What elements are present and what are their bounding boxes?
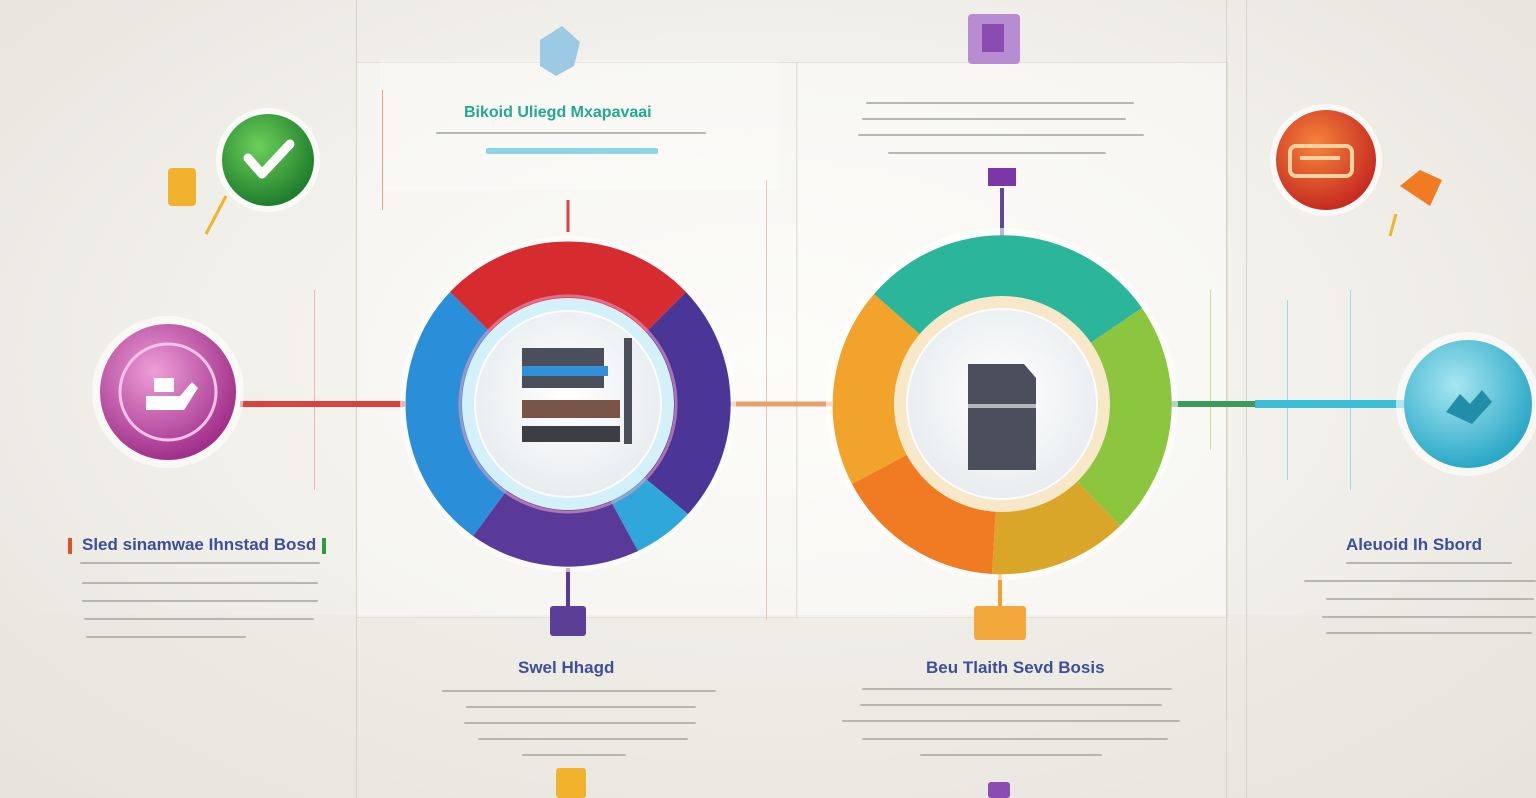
ring-left-segment-blue xyxy=(405,292,510,536)
spark-line xyxy=(1388,213,1398,237)
check-icon xyxy=(243,139,295,179)
text-line xyxy=(888,152,1106,154)
text-line xyxy=(862,688,1172,690)
text-line xyxy=(82,600,318,602)
text-line xyxy=(80,562,320,564)
document-icon xyxy=(522,338,632,444)
text-line xyxy=(858,134,1144,136)
text-line xyxy=(1346,562,1512,564)
ring-right-segment-gold xyxy=(992,478,1120,575)
node-orange xyxy=(1270,104,1382,216)
text-line xyxy=(442,690,716,692)
text-line xyxy=(842,720,1180,722)
heading-bottom-center-left: Swel Hhagd xyxy=(518,658,615,677)
guide-line xyxy=(766,180,767,620)
guide-line xyxy=(1350,290,1351,490)
text-line xyxy=(478,738,688,740)
ring-left-stem-cap xyxy=(550,606,586,636)
text-line xyxy=(466,706,696,708)
text-line xyxy=(84,618,314,620)
guide-line xyxy=(356,0,357,798)
text-line xyxy=(862,738,1168,740)
text-line xyxy=(920,754,1102,756)
node-green xyxy=(216,108,320,212)
ring-right-segment-orange xyxy=(852,452,996,574)
node-cyan xyxy=(1396,332,1536,476)
badge-small-yellow xyxy=(168,168,196,206)
text-line xyxy=(866,102,1134,104)
text-line xyxy=(860,704,1162,706)
heading-mid-left: Sled sinamwae Ihnstad Bosd xyxy=(82,535,317,554)
guide-line xyxy=(1226,0,1227,798)
bottom-icon-left xyxy=(556,768,586,798)
guide-line xyxy=(314,290,315,490)
ring-right-stem-cap xyxy=(974,606,1026,640)
guide-line xyxy=(1287,300,1288,480)
handshake-icon xyxy=(1446,390,1492,424)
text-line xyxy=(522,754,626,756)
guide-line xyxy=(1210,290,1211,450)
heading-right: Aleuoid Ih Sbord xyxy=(1346,535,1482,554)
guide-line xyxy=(1246,0,1247,798)
bottom-icon-right xyxy=(988,782,1010,798)
leaf-icon xyxy=(1400,170,1442,206)
ring-left-segment-purple-bottom xyxy=(473,486,638,567)
heading-top-left: Bikoid Uliegd Mxapavaai xyxy=(464,104,652,121)
heading-bottom-center-right: Beu Tlaith Sevd Bosis xyxy=(926,658,1105,677)
hand-icon xyxy=(146,378,198,410)
spark-line xyxy=(204,195,228,235)
text-line xyxy=(862,118,1126,120)
top-left-panel xyxy=(380,60,780,190)
text-line xyxy=(436,132,706,134)
ring-right-stem-top-cap xyxy=(988,168,1016,186)
guide-line xyxy=(382,90,383,210)
node-magenta xyxy=(92,316,244,468)
chat-icon xyxy=(1288,144,1354,178)
text-line xyxy=(1326,598,1534,600)
puzzle-icon xyxy=(540,26,580,76)
folder-icon xyxy=(968,364,1038,470)
text-line xyxy=(86,636,246,638)
text-line xyxy=(1326,632,1532,634)
text-line xyxy=(1304,580,1536,582)
text-line xyxy=(82,582,318,584)
text-line xyxy=(1322,616,1536,618)
text-line xyxy=(464,722,696,724)
bottom-band xyxy=(0,615,1536,798)
top-heading-underline xyxy=(486,148,658,154)
